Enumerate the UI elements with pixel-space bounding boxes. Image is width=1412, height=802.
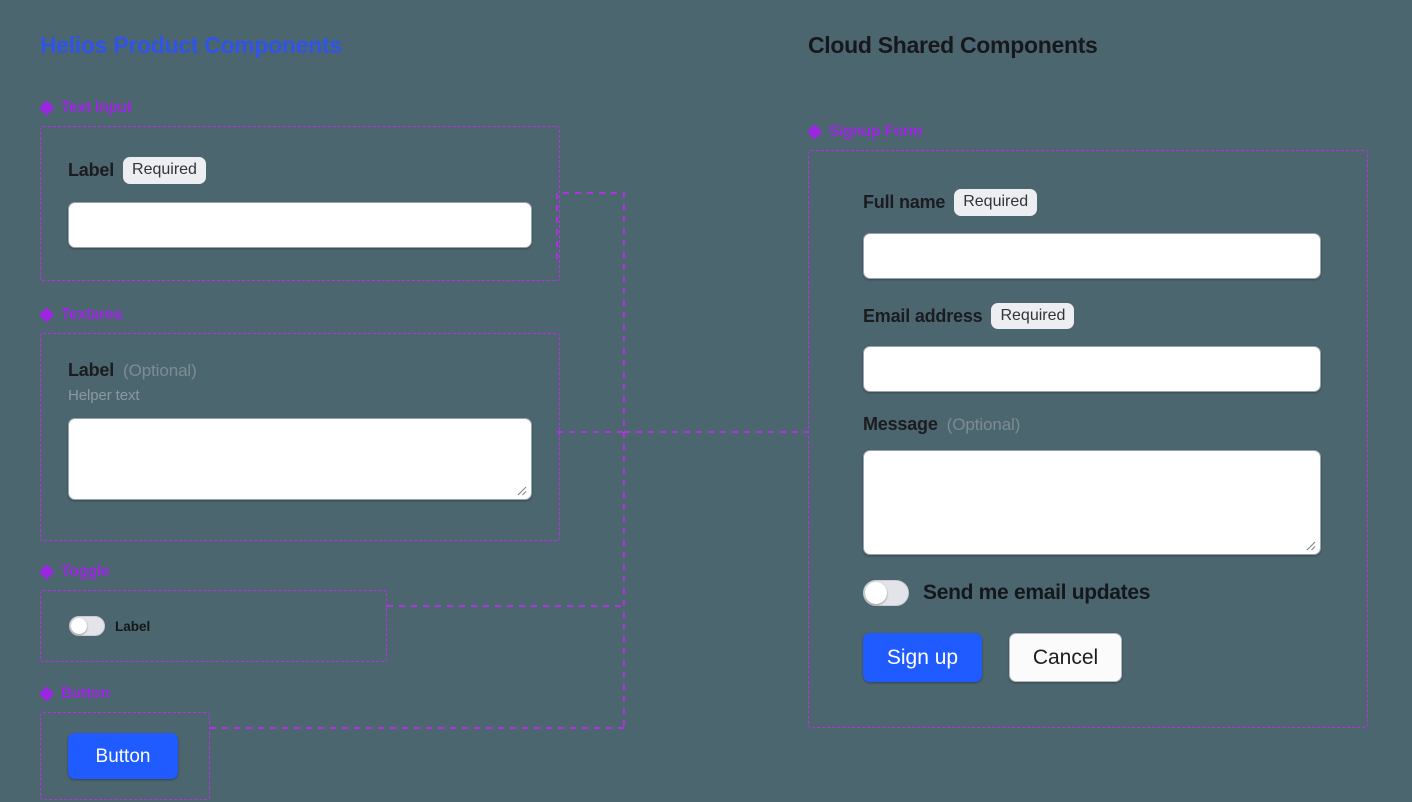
- card-signup-form: Full name Required Email address Require…: [808, 150, 1368, 728]
- right-column-title: Cloud Shared Components: [808, 32, 1098, 58]
- toggle-knob: [71, 618, 87, 634]
- card-textarea: Label (Optional) Helper text: [40, 333, 560, 541]
- email-label: Email address: [863, 305, 983, 326]
- card-text-input: Label Required: [40, 126, 560, 281]
- message-textarea[interactable]: [863, 450, 1321, 556]
- demo-button[interactable]: Button: [68, 733, 178, 779]
- signup-actions: Sign up Cancel: [863, 633, 1321, 683]
- component-label-text: Button: [61, 685, 110, 702]
- diamond-cluster-icon: [40, 565, 54, 579]
- textarea-helper-text: Helper text: [68, 387, 140, 404]
- component-label-text: Text Input: [61, 99, 132, 116]
- textarea-label: Label: [68, 360, 115, 380]
- connector-text-input: [556, 192, 625, 432]
- diamond-cluster-icon: [40, 101, 54, 115]
- full-name-input[interactable]: [863, 232, 1321, 279]
- message-label-row: Message (Optional): [863, 415, 1321, 433]
- text-input-label: Label: [68, 160, 115, 181]
- card-toggle: Label: [40, 590, 387, 662]
- optional-tag: (Optional): [946, 414, 1021, 434]
- textarea-label-row: Label (Optional): [68, 361, 532, 379]
- required-badge: Required: [954, 189, 1038, 216]
- right-column: Cloud Shared Components Signup Form Full…: [808, 30, 1368, 728]
- toggle-knob: [865, 582, 887, 605]
- required-badge: Required: [123, 157, 206, 184]
- textarea-field-wrap[interactable]: [68, 418, 532, 500]
- optional-tag: (Optional): [123, 360, 197, 380]
- toggle-row[interactable]: Label: [69, 616, 150, 636]
- resize-handle-icon[interactable]: [1303, 538, 1316, 551]
- email-updates-label: Send me email updates: [923, 581, 1151, 605]
- left-column-title: Helios Product Components: [40, 32, 342, 58]
- full-name-label: Full name: [863, 192, 946, 213]
- email-updates-toggle[interactable]: [863, 580, 909, 607]
- component-label-text: Toggle: [61, 563, 110, 580]
- component-label-textarea: Textarea: [40, 306, 560, 324]
- component-label-signup-form: Signup Form: [808, 123, 1368, 141]
- email-label-row: Email address Required: [863, 302, 1321, 330]
- component-label-button: Button: [40, 685, 560, 703]
- card-button: Button: [40, 712, 210, 800]
- component-label-text-input: Text Input: [40, 99, 560, 117]
- toggle-label: Label: [115, 618, 151, 634]
- email-input[interactable]: [863, 346, 1321, 393]
- component-label-toggle: Toggle: [40, 563, 560, 581]
- email-updates-toggle-row[interactable]: Send me email updates: [863, 580, 1321, 607]
- toggle-switch[interactable]: [69, 616, 105, 636]
- text-input-label-row: Label Required: [68, 157, 532, 184]
- diamond-cluster-icon: [40, 308, 54, 322]
- resize-handle-icon[interactable]: [514, 483, 527, 496]
- sign-up-button[interactable]: Sign up: [863, 633, 982, 683]
- diamond-cluster-icon: [40, 687, 54, 701]
- component-label-text: Textarea: [61, 306, 123, 323]
- component-label-text: Signup Form: [829, 123, 923, 140]
- left-column: Helios Product Components Text Input Lab…: [40, 30, 560, 800]
- diamond-cluster-icon: [808, 125, 822, 139]
- cancel-button[interactable]: Cancel: [1009, 633, 1122, 683]
- message-label: Message: [863, 414, 938, 435]
- full-name-label-row: Full name Required: [863, 189, 1321, 216]
- text-input-field[interactable]: [68, 201, 532, 248]
- required-badge: Required: [991, 302, 1075, 330]
